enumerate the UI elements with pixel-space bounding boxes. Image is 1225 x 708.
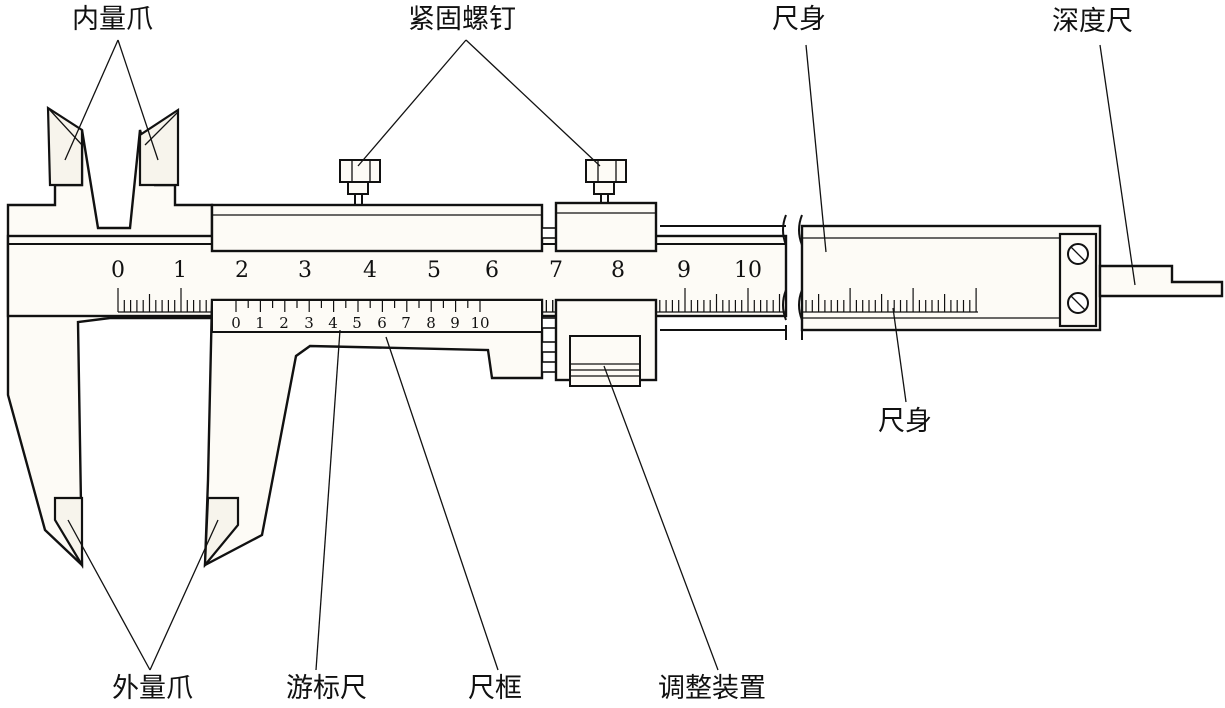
depth-rod: [1098, 264, 1224, 298]
label-lock-screws: 紧固螺钉: [408, 4, 516, 35]
fixed-jaw-body: [6, 129, 214, 568]
labels: 内量爪 紧固螺钉 尺身 深度尺 尺身 外量爪 游标尺 尺框 调整装置: [72, 4, 1133, 704]
main-scale-ticks: [117, 288, 781, 312]
vernier-num-2: 2: [279, 314, 289, 332]
main-num-2: 2: [235, 258, 249, 283]
vernier-num-3: 3: [304, 314, 314, 332]
end-plate: [1058, 232, 1098, 328]
vernier-num-7: 7: [401, 314, 411, 332]
label-vernier: 游标尺: [286, 673, 367, 704]
vernier-num-5: 5: [352, 314, 362, 332]
vernier-num-1: 1: [255, 314, 265, 332]
main-num-3: 3: [298, 258, 312, 283]
main-num-6: 6: [485, 258, 499, 283]
main-num-1: 1: [173, 258, 187, 283]
label-outer-jaws: 外量爪: [112, 673, 193, 704]
adjust-wheel: [569, 335, 641, 387]
main-num-5: 5: [427, 258, 441, 283]
vernier-scale-numbers: 0 1 2 3 4 5 6 7 8 9 10: [231, 314, 489, 332]
label-adjuster: 调整装置: [658, 673, 766, 704]
label-main-scale-bottom: 尺身: [878, 406, 932, 437]
main-num-9: 9: [677, 258, 691, 283]
vernier-scale-ticks: [235, 300, 481, 312]
outer-jaw-tip-moving: [203, 496, 240, 569]
main-num-8: 8: [611, 258, 625, 283]
main-scale-numbers: 0 1 2 3 4 5 6 7 8 9 10: [111, 258, 762, 283]
main-scale-ticks-right: [805, 288, 977, 312]
frame-lower-body: [203, 298, 544, 568]
main-num-4: 4: [363, 258, 377, 283]
vernier-num-9: 9: [450, 314, 460, 332]
vernier-num-8: 8: [426, 314, 436, 332]
lock-screw-2: [585, 159, 627, 203]
label-depth-rod: 深度尺: [1052, 6, 1133, 37]
main-beam-right: [800, 224, 1102, 332]
frame-top-bar: [210, 203, 544, 253]
vernier-num-10: 10: [470, 314, 489, 332]
leader-lines: [64, 39, 1136, 671]
label-main-scale-top: 尺身: [772, 4, 826, 35]
vernier-num-4: 4: [328, 314, 338, 332]
lock-screw-1: [339, 159, 381, 205]
label-frame: 尺框: [468, 673, 522, 704]
vernier-num-0: 0: [231, 314, 241, 332]
main-num-7: 7: [549, 258, 563, 283]
vernier-num-6: 6: [377, 314, 387, 332]
main-num-10: 10: [734, 258, 762, 283]
main-num-0: 0: [111, 258, 125, 283]
inner-jaw-right: [138, 107, 180, 187]
vernier-plate: [211, 299, 543, 333]
adjust-block-top: [554, 201, 658, 253]
inner-jaw-left: [46, 105, 84, 187]
label-inner-jaws: 内量爪: [72, 4, 153, 35]
